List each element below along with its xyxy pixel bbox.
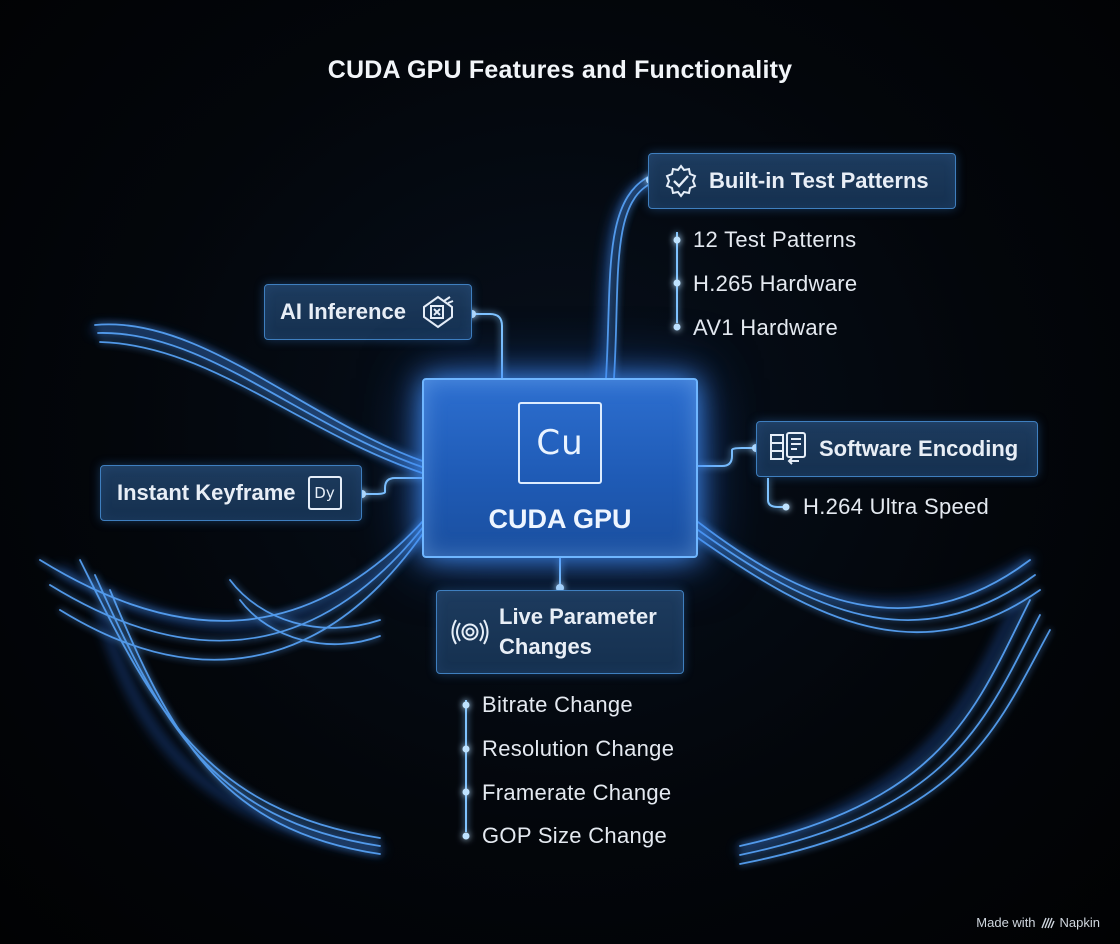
cuda-chip-icon: Cu <box>518 402 602 484</box>
node-instant-keyframe: Instant Keyframe Dy <box>100 465 362 521</box>
napkin-logo-icon <box>1040 917 1055 929</box>
node-label: Built-in Test Patterns <box>709 168 929 193</box>
keyframe-icon-text: Dy <box>314 484 335 502</box>
list-item: Bitrate Change <box>482 692 633 717</box>
broadcast-icon <box>451 617 489 647</box>
node-label-group: Live Parameter Changes <box>499 602 657 662</box>
footer-text: Made with <box>976 915 1036 930</box>
node-live-parameter-changes: Live Parameter Changes <box>436 590 684 674</box>
gear-check-icon <box>663 163 699 199</box>
list-item: Framerate Change <box>482 780 672 805</box>
keyframe-dy-icon: Dy <box>307 476 342 510</box>
list-item: GOP Size Change <box>482 823 668 848</box>
footer-credit: Made with Napkin <box>976 915 1100 930</box>
list-item: AV1 Hardware <box>693 315 839 340</box>
cuda-gpu-core-node: Cu CUDA GPU <box>422 378 698 558</box>
decorative-cables <box>39 175 1051 865</box>
cuda-symbol: Cu <box>536 423 584 463</box>
node-label: AI Inference <box>280 299 406 324</box>
list-item: Resolution Change <box>482 736 675 761</box>
node-label: Software Encoding <box>819 436 1019 461</box>
node-label-line1: Live Parameter <box>499 604 657 629</box>
document-sync-icon <box>769 431 809 467</box>
list-item: H.265 Hardware <box>693 271 858 296</box>
core-label: CUDA GPU <box>488 504 632 534</box>
list-item: H.264 Ultra Speed <box>803 494 990 519</box>
ai-chip-icon <box>418 293 456 331</box>
node-label-line2: Changes <box>499 634 592 659</box>
page-title: CUDA GPU Features and Functionality <box>327 56 793 84</box>
list-item: 12 Test Patterns <box>693 227 857 252</box>
node-label: Instant Keyframe <box>117 480 296 505</box>
node-software-encoding: Software Encoding <box>756 421 1038 477</box>
node-built-in-test-patterns: Built-in Test Patterns <box>648 153 956 209</box>
footer-brand: Napkin <box>1059 915 1100 930</box>
node-ai-inference: AI Inference <box>264 284 472 340</box>
